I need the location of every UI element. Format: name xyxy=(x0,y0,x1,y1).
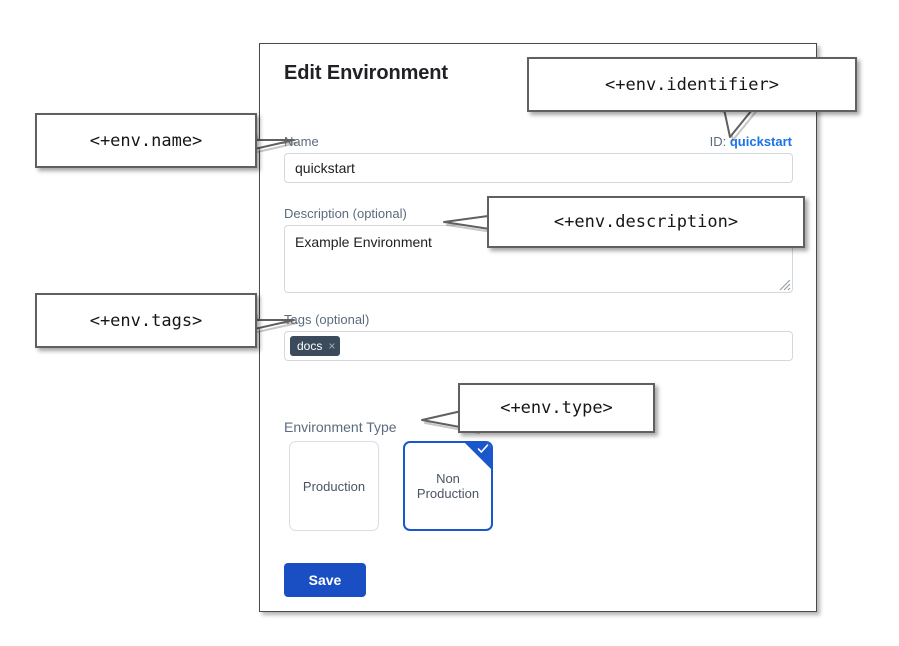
selected-corner-badge xyxy=(465,443,491,469)
tags-label: Tags (optional) xyxy=(284,312,370,327)
save-button[interactable]: Save xyxy=(284,563,366,597)
callout-tail-name xyxy=(249,119,298,154)
tag-chip[interactable]: docs × xyxy=(290,336,341,356)
callout-env-description: <+env.description> xyxy=(487,196,805,248)
check-icon xyxy=(477,444,489,453)
edit-environment-dialog: Edit Environment ID: quickstart Name Des… xyxy=(259,43,817,612)
tags-input[interactable]: docs × xyxy=(284,331,793,361)
tag-chip-label: docs xyxy=(297,339,323,353)
environment-id-row: ID: quickstart xyxy=(710,134,792,149)
close-icon[interactable]: × xyxy=(328,339,336,353)
callout-env-type: <+env.type> xyxy=(458,383,655,433)
callout-env-name: <+env.name> xyxy=(35,113,257,168)
page-title: Edit Environment xyxy=(284,62,448,84)
name-label: Name xyxy=(284,134,319,149)
environment-type-option-label: Production xyxy=(302,478,366,494)
environment-type-option-non-production[interactable]: Non Production xyxy=(403,441,493,531)
environment-type-option-label: Non Production xyxy=(416,471,480,501)
environment-type-option-production[interactable]: Production xyxy=(289,441,379,531)
callout-env-identifier: <+env.identifier> xyxy=(527,57,857,112)
callout-tail-tags xyxy=(249,299,298,334)
callout-env-tags: <+env.tags> xyxy=(35,293,257,348)
description-label: Description (optional) xyxy=(284,206,407,221)
name-input[interactable] xyxy=(284,153,793,183)
environment-type-label: Environment Type xyxy=(284,419,397,435)
environment-id-label: ID: xyxy=(709,134,727,149)
environment-id-value[interactable]: quickstart xyxy=(729,134,792,149)
